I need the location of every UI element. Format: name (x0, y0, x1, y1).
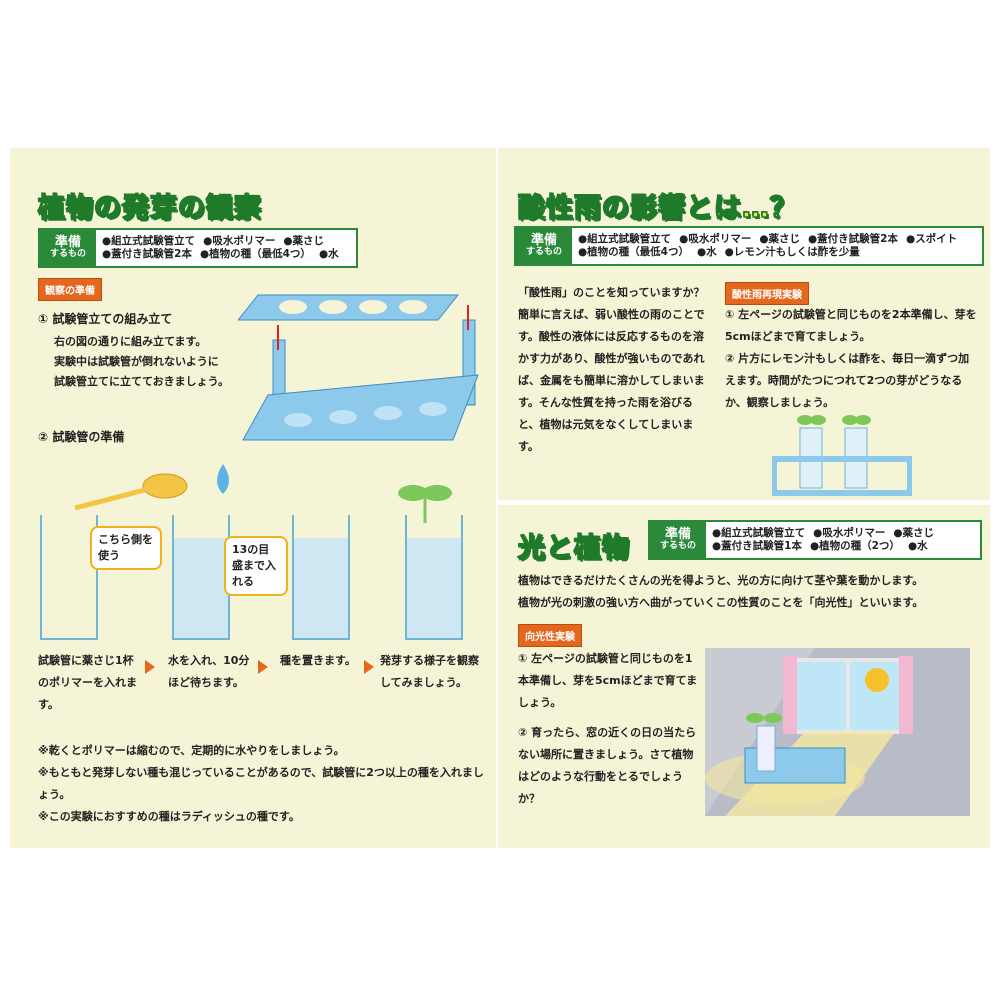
light-plants-title: 光と植物 (517, 532, 630, 565)
step2-heading: ② 試験管の準備 (38, 430, 125, 444)
acid-rain-prep-box: 準備するもの ●組立式試験管立て ●吸水ポリマー ●薬さじ ●蓋付き試験管2本 ●スポ… (514, 226, 984, 266)
prep-label: 準備 (664, 526, 691, 542)
test-tube-2 (172, 515, 230, 640)
prep-item: ●水 (907, 540, 928, 552)
acid-rain-steps: ① 左ページの試験管と同じものを2本準備し、芽を5cmほどまで育てましょう。 ② … (725, 304, 980, 414)
body-line: 植物が光の刺激の強い方へ曲がっていくこの性質のことを「向光性」といいます。 (518, 596, 924, 609)
prep-item: ●植物の種（最低4つ） (199, 248, 311, 260)
prep-item: ●蓋付き試験管1本 (712, 540, 802, 552)
body-paragraph: 簡単に言えば、弱い酸性の雨のことです。酸性の液体には反応するものを溶かす力があり… (518, 308, 705, 453)
prep-sub: するもの (525, 247, 562, 258)
note: ※もともと発芽しない種も混じっていることがあるので、試験管に2つ以上の種を入れま… (38, 766, 484, 801)
prep-label: 準備 (530, 232, 557, 248)
test-tube-3 (292, 515, 350, 640)
prep-item: ●植物の種（最低4つ） (578, 246, 689, 258)
step1-line: 実験中は試験管が倒れないように (54, 355, 219, 368)
body-line: 植物はできるだけたくさんの光を得ようと、光の方に向けて茎や葉を動かします。 (518, 574, 924, 587)
prep-label: 準備 (54, 234, 81, 250)
left-prep-box: 準備するもの ●組立式試験管立て ●吸水ポリマー ●薬さじ ●蓋付き試験管2本 ●植物… (38, 228, 358, 268)
prep-item: ●吸水ポリマー (813, 527, 886, 539)
step1-heading: ① 試験管立ての組み立て (38, 312, 173, 326)
germination-title: 植物の発芽の観察 (37, 192, 262, 225)
step: ② 育ったら、窓の近くの日の当たらない場所に置きましょう。さて植物はどのような行… (518, 726, 697, 805)
prep-sub: するもの (659, 541, 696, 552)
prep-item: ●薬さじ (283, 235, 325, 247)
prep-item: ●組立式試験管立て (578, 233, 672, 245)
prep-item: ●蓋付き試験管2本 (102, 248, 192, 260)
acid-rain-experiment-tag: 酸性雨再現実験 (725, 282, 809, 305)
prep-item: ●薬さじ (759, 233, 801, 245)
prep-item: ●吸水ポリマー (203, 235, 276, 247)
sprout-icon (398, 485, 452, 523)
water-drop-icon (217, 464, 229, 494)
light-prep-box: 準備するもの ●組立式試験管立て ●吸水ポリマー ●薬さじ ●蓋付き試験管1本 ●植物… (648, 520, 982, 560)
prep-item: ●組立式試験管立て (102, 235, 196, 247)
test-tube-4 (405, 515, 463, 640)
step1-text: 右の図の通りに組み立てます。実験中は試験管が倒れないように試験管立てに立てておき… (54, 332, 229, 392)
prep-item: ●スポイト (905, 233, 958, 245)
prep-item: ●吸水ポリマー (679, 233, 752, 245)
step: ② 片方にレモン汁もしくは酢を、毎日一滴ずつ加えます。時間がたつにつれて2つの芽… (725, 352, 970, 409)
arrow-icon (364, 660, 374, 674)
caption-4: 発芽する様子を観察してみましょう。 (380, 654, 479, 689)
note: ※この実験におすすめの種はラディッシュの種です。 (38, 810, 300, 823)
prep-item: ●水 (318, 248, 339, 260)
fill-to-13-bubble: 13の目盛まで入れる (224, 536, 288, 596)
observation-prep-tag: 観察の準備 (38, 278, 102, 301)
caption-1: 試験管に薬さじ1杯のポリマーを入れます。 (38, 654, 137, 711)
acid-rain-body: 「酸性雨」のことを知っていますか？ 簡単に言えば、弱い酸性の雨のことです。酸性の液… (518, 282, 714, 458)
step: ① 左ページの試験管と同じものを1本準備し、芽を5cmほどまで育てましょう。 (518, 652, 698, 709)
use-this-side-bubble: こちら側を使う (90, 526, 162, 570)
prep-item: ●薬さじ (893, 527, 935, 539)
prep-item: ●水 (696, 246, 717, 258)
prep-item: ●組立式試験管立て (712, 527, 806, 539)
spoon-icon (74, 473, 188, 511)
prep-item: ●レモン汁もしくは酢を少量 (724, 246, 860, 258)
prep-sub: するもの (49, 249, 86, 260)
step1-line: 右の図の通りに組み立てます。 (54, 335, 207, 348)
arrow-icon (258, 660, 268, 674)
section-divider (498, 500, 990, 505)
prep-item: ●植物の種（2つ） (809, 540, 900, 552)
note: ※乾くとポリマーは縮むので、定期的に水やりをしましょう。 (38, 744, 345, 757)
test-tube-1 (40, 515, 98, 640)
arrow-icon (145, 660, 155, 674)
light-body: 植物はできるだけたくさんの光を得ようと、光の方に向けて茎や葉を動かします。植物が… (518, 570, 983, 614)
light-steps: ① 左ページの試験管と同じものを1本準備し、芽を5cmほどまで育てましょう。 ② … (518, 648, 698, 810)
step1-line: 試験管立てに立てておきましょう。 (54, 375, 230, 388)
phototropism-experiment-tag: 向光性実験 (518, 624, 582, 647)
acid-rain-tubes-illustration (772, 415, 912, 496)
body-line: 「酸性雨」のことを知っていますか？ (518, 286, 705, 299)
notes: ※乾くとポリマーは縮むので、定期的に水やりをしましょう。 ※もともと発芽しない種も… (38, 740, 488, 828)
test-tube-rack-illustration (238, 294, 479, 441)
window-sunlight-illustration (705, 648, 970, 816)
step: ① 左ページの試験管と同じものを2本準備し、芽を5cmほどまで育てましょう。 (725, 308, 977, 343)
acid-rain-title: 酸性雨の影響とは…？ (517, 192, 798, 225)
caption-2: 水を入れ、10分ほど待ちます。 (168, 654, 250, 689)
prep-item: ●蓋付き試験管2本 (808, 233, 898, 245)
caption-3: 種を置きます。 (280, 654, 356, 667)
